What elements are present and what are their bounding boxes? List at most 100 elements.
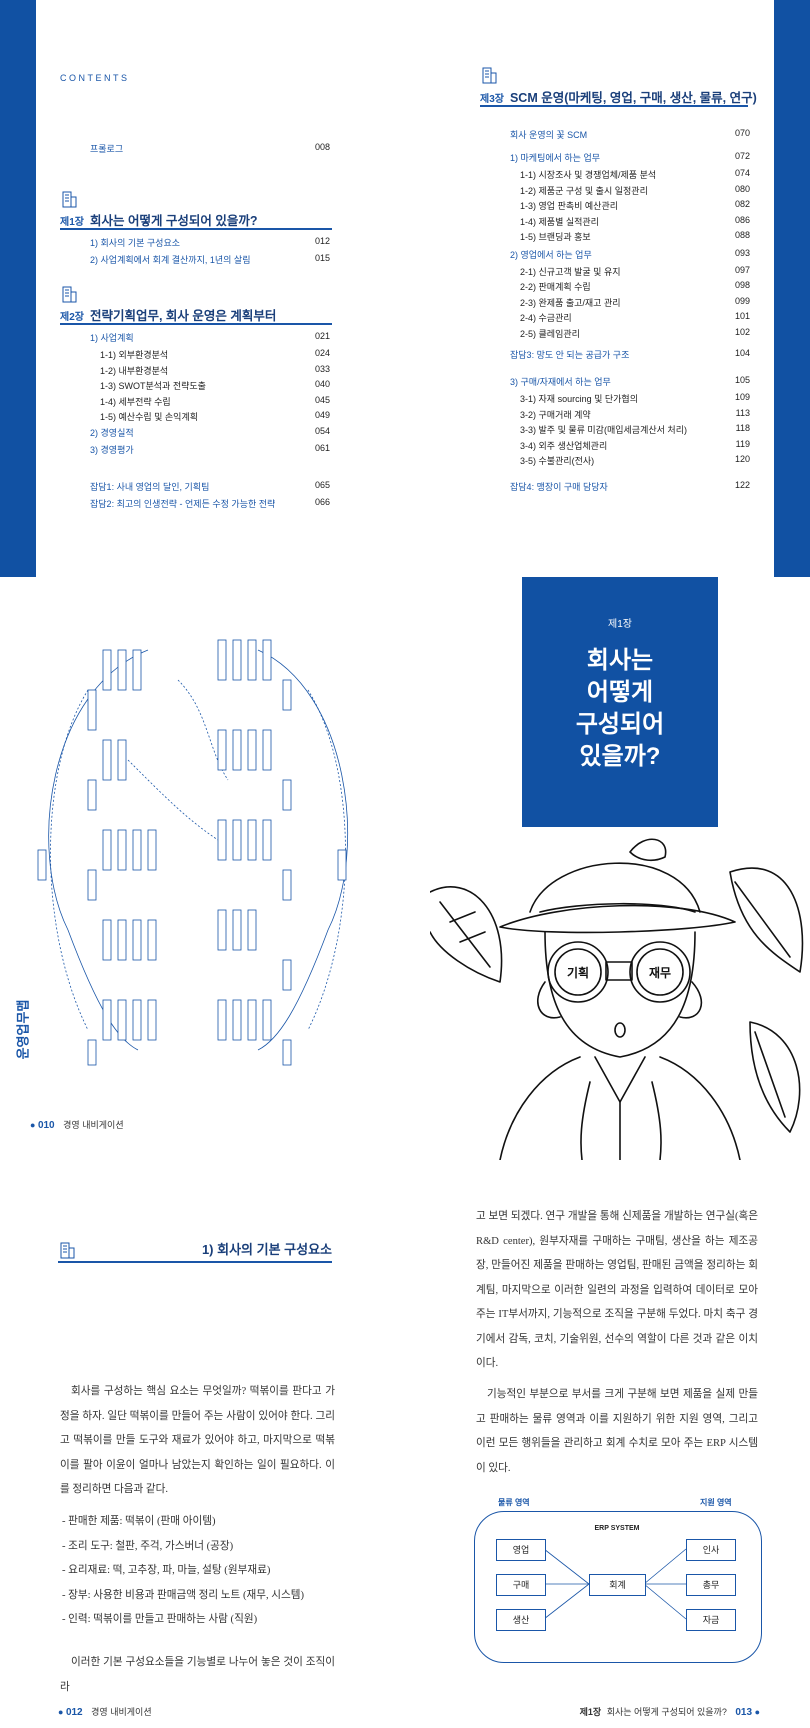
toc-title: 1) 마케팅에서 하는 업무 xyxy=(510,153,601,163)
toc-title: 잡담1: 사내 영업의 달인, 기획팀 xyxy=(90,481,210,492)
chapter-rule xyxy=(480,105,748,107)
toc-title: 3) 경영평가 xyxy=(90,444,134,455)
chapter-number: 제3장 xyxy=(480,94,504,105)
toc-entry[interactable]: 잡담1: 사내 영업의 달인, 기획팀 065 xyxy=(90,480,330,492)
toc-page-number: 074 xyxy=(734,168,750,178)
toc-page-number: 065 xyxy=(314,479,330,490)
list-item: - 조리 도구: 철판, 주걱, 가스버너 (공장) xyxy=(62,1540,234,1552)
body-paragraph: 회사를 구성하는 핵심 요소는 무엇일까? 떡볶이를 판다고 가정을 하자. 일… xyxy=(60,1386,335,1495)
toc-title: 3-5) 수불관리(전사) xyxy=(520,456,595,466)
toc-page-number: 021 xyxy=(314,331,330,341)
toc-title: 3-3) 발주 및 물류 미감(매입세금계산서 처리) xyxy=(520,425,687,435)
list-item: - 장부: 사용한 비용과 판매금액 정리 노트 (재무, 시스템) xyxy=(62,1589,305,1601)
chapter-rule xyxy=(60,228,332,230)
lens-left-label: 기획 xyxy=(567,965,589,980)
toc-title: 2) 영업에서 하는 업무 xyxy=(510,249,592,260)
toc-page-right: 제3장 SCM 운영(마케팅, 영업, 구매, 생산, 물류, 연구) 회사 운영… xyxy=(430,0,810,577)
toc-title: 1-2) 제품군 구성 및 출시 일정관리 xyxy=(520,185,648,196)
toc-title: 3-1) 자재 sourcing 및 단가협의 xyxy=(520,394,638,404)
toc-page-number: 070 xyxy=(734,128,750,138)
toc-entry[interactable]: 3-5) 수불관리(전사) 120 xyxy=(520,454,750,466)
toc-page-number: 054 xyxy=(314,425,330,436)
toc-title: 잡담4: 맹장이 구매 담당자 xyxy=(510,481,608,492)
toc-entry[interactable]: 1-2) 제품군 구성 및 출시 일정관리 080 xyxy=(520,184,750,196)
body-paragraph: 고 보면 되겠다. 연구 개발을 통해 신제품을 개발하는 연구실(혹은 R&D… xyxy=(476,1211,758,1369)
toc-title: 1-4) 세부전략 수립 xyxy=(100,396,171,407)
list-item: - 판매한 제품: 떡볶이 (판매 아이템) xyxy=(62,1516,216,1527)
chapter-title: 회사는 어떻게 구성되어 있을까? xyxy=(89,214,258,228)
toc-page-number: 113 xyxy=(735,407,750,418)
page-number: 012 xyxy=(65,1707,83,1718)
page-number: 010 xyxy=(37,1120,55,1131)
blue-edge-bar xyxy=(774,0,810,577)
toc-page-number: 049 xyxy=(314,410,330,420)
toc-title: 잡담3: 망도 안 되는 공급가 구조 xyxy=(510,350,630,360)
toc-title: 1) 회사의 기본 구성요소 xyxy=(90,238,181,248)
toc-prologue[interactable]: 프롤로그 008 xyxy=(90,142,330,154)
operations-map-page: 운영업무맵 xyxy=(0,590,380,1150)
body-paragraph: 기능적인 부분으로 부서를 크게 구분해 보면 제품을 실제 만들고 판매하는 … xyxy=(476,1389,758,1474)
erp-connectors xyxy=(543,1548,687,1620)
toc-entry[interactable]: 3-2) 구매거래 계약 113 xyxy=(520,408,750,420)
list-item: - 요리재료: 떡, 고추장, 파, 마늘, 설탕 (원부재료) xyxy=(62,1565,271,1576)
toc-page-number: 040 xyxy=(314,379,330,389)
toc-entry[interactable]: 3-3) 발주 및 물류 미감(매입세금계산서 처리) 118 xyxy=(520,423,750,435)
chapter-title-line: 회사는 xyxy=(586,647,654,674)
chapter-title: SCM 운영(마케팅, 영업, 구매, 생산, 물류, 연구) xyxy=(509,91,757,105)
blue-edge-bar xyxy=(0,0,36,577)
lens-right-label: 재무 xyxy=(649,966,671,980)
chapter-rule xyxy=(60,323,332,325)
toc-title: 2-3) 완제품 출고/재고 관리 xyxy=(520,297,621,308)
footer-chapter: 제1장 xyxy=(579,1707,602,1717)
toc-title: 프롤로그 xyxy=(90,144,124,154)
toc-page-number: 080 xyxy=(734,183,750,194)
erp-department-box: 자금 xyxy=(686,1609,736,1631)
toc-title: 1-4) 제품별 실적관리 xyxy=(520,216,599,227)
book-title: 경영 내비게이션 xyxy=(63,1120,124,1130)
toc-page-number: 118 xyxy=(735,423,750,433)
section-title: 1) 회사의 기본 구성요소 xyxy=(201,1242,332,1257)
toc-page-number: 120 xyxy=(734,454,750,464)
toc-page-number: 098 xyxy=(734,280,750,290)
toc-title: 1-3) 영업 판촉비 예산관리 xyxy=(520,201,619,211)
detective-illustration: 기획 재무 xyxy=(430,838,804,1160)
erp-department-box: 구매 xyxy=(496,1574,546,1596)
toc-page-number: 033 xyxy=(314,363,330,374)
toc-page-number: 024 xyxy=(314,348,330,358)
toc-title: 1-5) 브랜딩과 홍보 xyxy=(520,232,591,242)
toc-title: 3-2) 구매거래 계약 xyxy=(520,409,591,420)
toc-title: 2) 사업계획에서 회계 결산까지, 1년의 살림 xyxy=(90,255,251,265)
toc-title: 2-1) 신규고객 발굴 및 유지 xyxy=(520,266,621,277)
